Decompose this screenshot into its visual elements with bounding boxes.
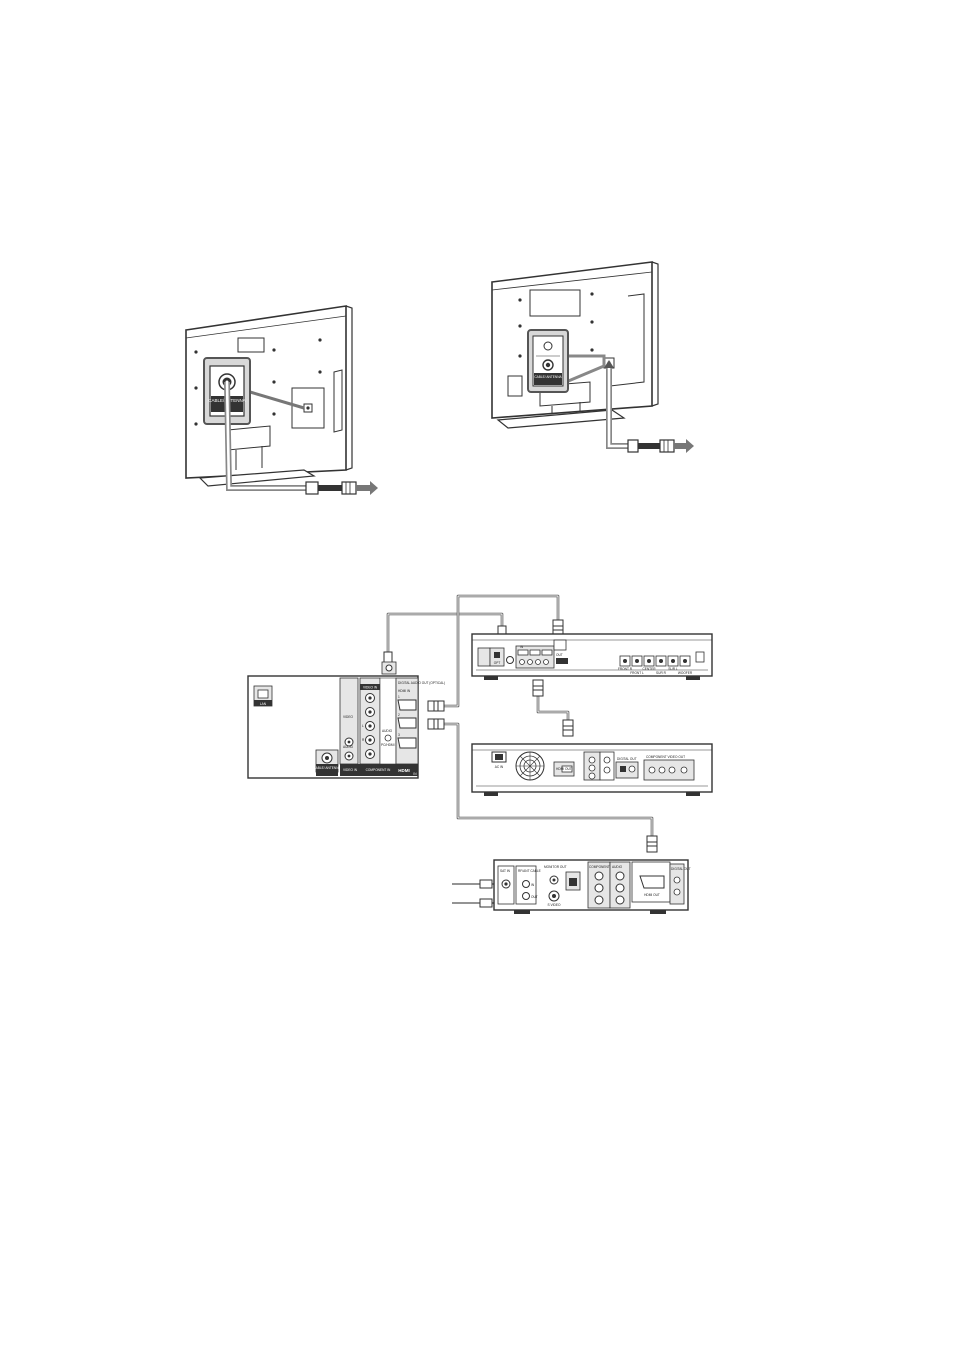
speaker-label-3: CENTER bbox=[642, 667, 656, 671]
bluray-digital-out-label: DIGITAL OUT bbox=[617, 757, 637, 761]
speaker-label-4: SUR R bbox=[656, 671, 667, 675]
component-video-out-label: COMPONENT VIDEO OUT bbox=[589, 865, 628, 869]
receiver-speaker-terminals: FRONT R FRONT L CENTER SUR R SUR L WOOFE… bbox=[618, 655, 693, 675]
cable-box-hdmi-out-label: HDMI OUT bbox=[644, 893, 660, 897]
audio-hdmi-label: AUDIO bbox=[382, 729, 393, 733]
tv-rear-right: CABLE/ ANTENNA bbox=[491, 261, 694, 453]
cable-box: SAT IN RF/ANT CABLE IN OUT MONITOR OUT S… bbox=[493, 859, 691, 914]
tv-rear-left: CABLE/ANTENNA bbox=[185, 305, 378, 495]
hdmi-logo: HDMI bbox=[398, 768, 410, 773]
hdmi-3-label: 3 bbox=[398, 733, 400, 737]
receiver-optical-label: OPT bbox=[494, 661, 501, 665]
audio-l-label: L bbox=[362, 724, 364, 728]
hdmi-logo-sub: IN bbox=[413, 772, 417, 776]
av-receiver: OPT IN OUT FRONT R FRONT L CENTE bbox=[471, 633, 713, 680]
bluray-ac-in-label: AC IN bbox=[495, 765, 504, 769]
monitor-out-label: MONITOR OUT bbox=[544, 865, 567, 869]
fan-grille bbox=[515, 751, 545, 781]
sat-in-label: SAT IN bbox=[500, 869, 511, 873]
coax-plug-left bbox=[305, 481, 378, 495]
speaker-label-6: WOOFER bbox=[678, 671, 693, 675]
tv-jack-panel: LAN VIDEO AUDIO VIDEO IN L R AUDIO PC/HD… bbox=[247, 661, 445, 779]
video-in-bottom-label: VIDEO IN bbox=[343, 768, 358, 772]
tv-right-connector-label: CABLE/ ANTENNA bbox=[534, 375, 562, 379]
audio-r-label: R bbox=[362, 738, 365, 742]
bluray-hdmi-out-label: HDMI OUT bbox=[556, 767, 572, 771]
bluray-component-out-label: COMPONENT VIDEO OUT bbox=[646, 755, 685, 759]
bluray-player: AC IN HDMI OUT DIGITAL OUT COMPONENT VID… bbox=[471, 743, 713, 796]
video-label: VIDEO bbox=[343, 715, 353, 719]
hdmi-in-label: HDMI IN bbox=[398, 689, 411, 693]
tv-panel-cable-antenna-label: CABLE/ ANTENNA bbox=[313, 766, 341, 770]
receiver-out-label: OUT bbox=[556, 653, 563, 657]
coax-plug-right bbox=[627, 439, 694, 453]
video-in-label: VIDEO IN bbox=[363, 686, 378, 690]
receiver-in-label: IN bbox=[520, 645, 524, 649]
speaker-label-2: FRONT L bbox=[630, 671, 644, 675]
hdmi-2-label: 2 bbox=[398, 713, 400, 717]
speaker-label-5: SUR L bbox=[668, 667, 678, 671]
rf-ant-label: RF/ANT CABLE bbox=[518, 869, 541, 873]
hdmi-1-label: 1 bbox=[398, 695, 400, 699]
cable-box-digital-out-label: DIGITAL OUT bbox=[671, 867, 691, 871]
cable-box-in-label: IN bbox=[531, 883, 535, 887]
component-in-label: COMPONENT IN bbox=[366, 768, 391, 772]
audio-label: AUDIO bbox=[343, 745, 354, 749]
cable-box-audio-label: AUDIO bbox=[612, 865, 623, 869]
s-video-label: S VIDEO bbox=[548, 903, 561, 907]
lan-label: LAN bbox=[260, 702, 267, 706]
cable-box-out-label: OUT bbox=[531, 895, 538, 899]
digital-audio-out-label: DIGITAL AUDIO OUT (OPTICAL) bbox=[398, 681, 445, 685]
speaker-label-1: FRONT R bbox=[618, 667, 633, 671]
